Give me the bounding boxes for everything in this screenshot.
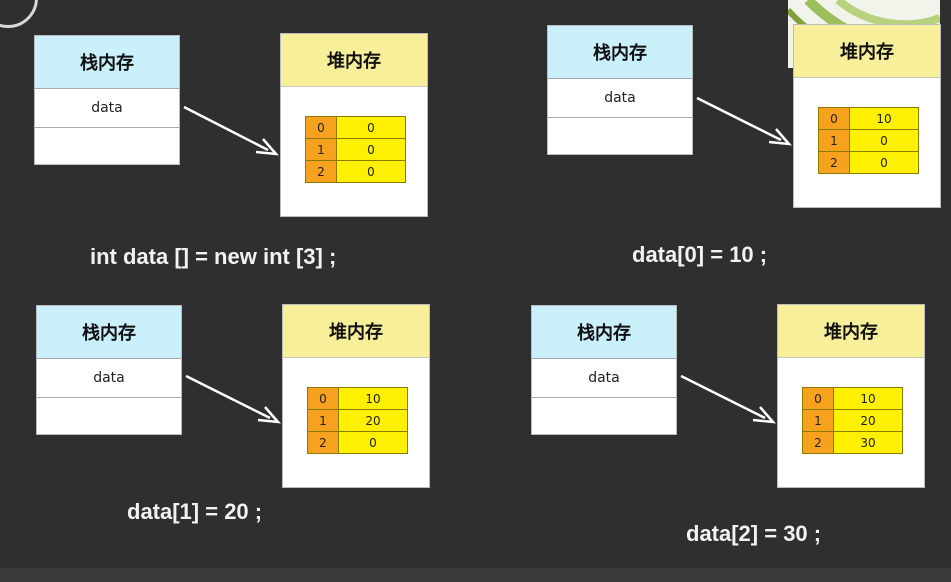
stack-variable: data: [37, 359, 181, 398]
reference-arrow: [183, 105, 280, 156]
stack-memory-title: 栈内存: [548, 26, 692, 79]
bottom-bar: [0, 568, 951, 582]
heap-memory-title: 堆内存: [281, 34, 427, 87]
array-index: 2: [802, 431, 834, 454]
array-value: 0: [849, 129, 919, 152]
stack-memory-title: 栈内存: [35, 36, 179, 89]
heap-memory-title: 堆内存: [778, 305, 924, 358]
array-value: 0: [336, 138, 406, 161]
reference-arrow: [696, 96, 793, 146]
array-index: 2: [305, 160, 337, 183]
array-value: 10: [849, 107, 919, 130]
code-statement: data[2] = 30 ;: [686, 521, 822, 546]
array-index: 2: [307, 431, 339, 454]
heap-memory-title: 堆内存: [794, 25, 940, 78]
array-value: 20: [833, 409, 903, 432]
array-index: 1: [307, 409, 339, 432]
array-value: 10: [833, 387, 903, 410]
array-index: 0: [305, 116, 337, 139]
array-index: 1: [305, 138, 337, 161]
stack-variable: data: [35, 89, 179, 128]
heap-memory-title: 堆内存: [283, 305, 429, 358]
stack-memory-box: 栈内存 data: [547, 25, 693, 155]
array-value: 0: [849, 151, 919, 174]
stack-memory-title: 栈内存: [37, 306, 181, 359]
reference-arrow: [680, 374, 777, 424]
stack-memory-title: 栈内存: [532, 306, 676, 359]
array-index: 1: [802, 409, 834, 432]
array-value: 0: [336, 160, 406, 183]
array-value: 10: [338, 387, 408, 410]
array-value: 20: [338, 409, 408, 432]
array-value: 0: [336, 116, 406, 139]
stack-memory-box: 栈内存 data: [36, 305, 182, 435]
stack-variable: data: [548, 79, 692, 118]
array-index: 0: [818, 107, 850, 130]
stack-memory-box: 栈内存 data: [34, 35, 180, 165]
array-value: 30: [833, 431, 903, 454]
array-index: 1: [818, 129, 850, 152]
stack-memory-box: 栈内存 data: [531, 305, 677, 435]
reference-arrow: [185, 374, 282, 424]
code-statement: data[1] = 20 ;: [127, 499, 263, 524]
code-statement: data[0] = 10 ;: [632, 242, 768, 267]
stack-variable: data: [532, 359, 676, 398]
array-index: 0: [307, 387, 339, 410]
array-index: 0: [802, 387, 834, 410]
array-value: 0: [338, 431, 408, 454]
code-statement: int data [] = new int [3] ;: [90, 244, 337, 269]
array-index: 2: [818, 151, 850, 174]
